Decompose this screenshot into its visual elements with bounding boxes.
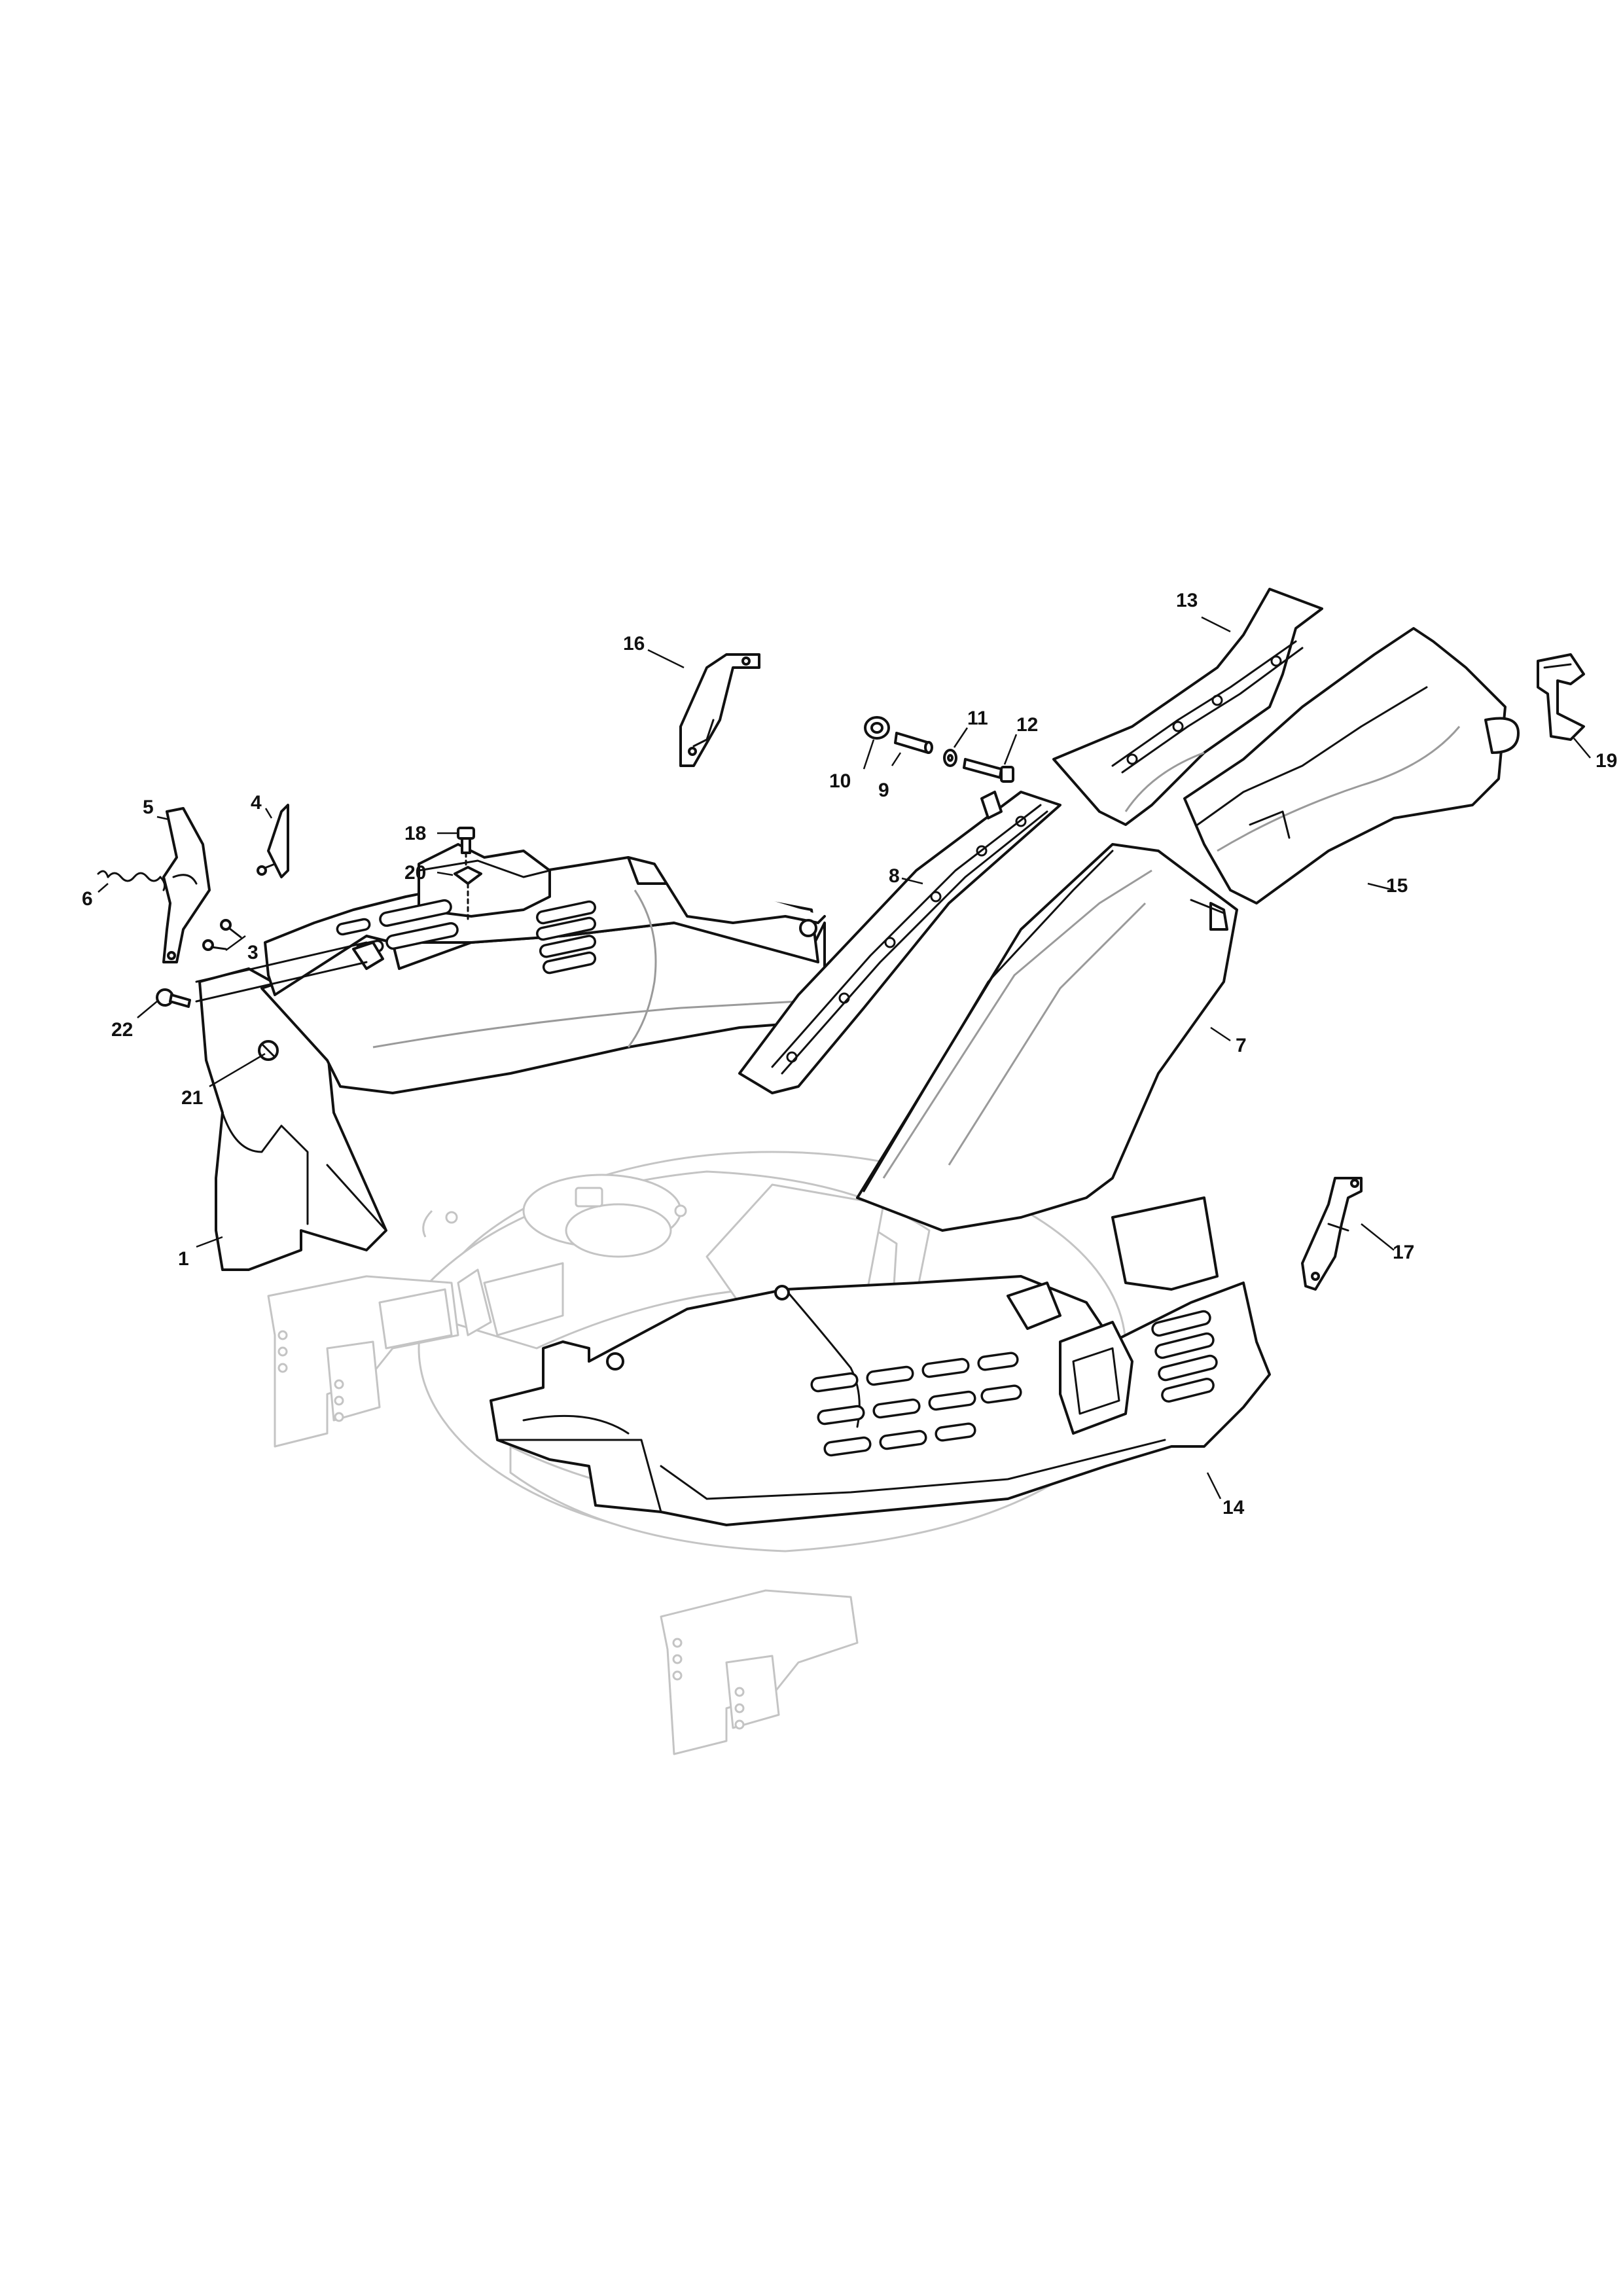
callout-22: 22: [111, 1019, 133, 1041]
callout-15: 15: [1386, 875, 1408, 897]
callout-7: 7: [1236, 1035, 1247, 1056]
callout-21: 21: [181, 1087, 203, 1109]
callout-18: 18: [404, 823, 426, 844]
callout-17: 17: [1393, 1242, 1414, 1263]
callout-10: 10: [829, 770, 851, 792]
callout-5: 5: [143, 797, 154, 818]
callout-8: 8: [889, 865, 900, 887]
callout-13: 13: [1176, 590, 1198, 611]
callout-11: 11: [967, 708, 988, 729]
part-12-bolt: [963, 758, 1014, 783]
left-upper-housing: [195, 843, 826, 1094]
part-11-washer: [943, 749, 957, 767]
part-3-screws: [202, 919, 242, 951]
callout-9: 9: [878, 780, 889, 801]
part-22-screw: [156, 988, 191, 1008]
part-19-clip: [1537, 653, 1585, 741]
callout-labels: 1 3 4 5 6 7 8 9 10 11 12 13 14 15 16 17 …: [82, 590, 1617, 1518]
part-9-pin: [894, 732, 933, 754]
callout-20: 20: [404, 862, 426, 884]
part-5-lever: [162, 807, 211, 963]
leader-lines: [98, 616, 1591, 1499]
callout-6: 6: [82, 888, 93, 910]
callout-16: 16: [623, 633, 645, 655]
part-14-front-housing: [490, 1196, 1271, 1526]
part-6-spring: [97, 870, 166, 891]
callout-19: 19: [1596, 750, 1617, 772]
part-13-chute-upper: [1052, 588, 1323, 826]
part-4-rod: [257, 804, 289, 878]
part-7-chute-lower: [856, 843, 1238, 1232]
part-16-bracket: [679, 653, 760, 767]
callout-3: 3: [247, 942, 259, 963]
callout-14: 14: [1222, 1497, 1245, 1518]
callout-1: 1: [178, 1248, 189, 1270]
callout-12: 12: [1016, 714, 1038, 736]
part-10-bush: [864, 716, 890, 740]
part-17-bracket: [1301, 1177, 1363, 1291]
part-20-nut: [454, 866, 482, 924]
callout-4: 4: [251, 792, 262, 814]
part-15-chute-deflector: [1183, 627, 1520, 905]
part-8-chute-flap: [738, 791, 1061, 1094]
